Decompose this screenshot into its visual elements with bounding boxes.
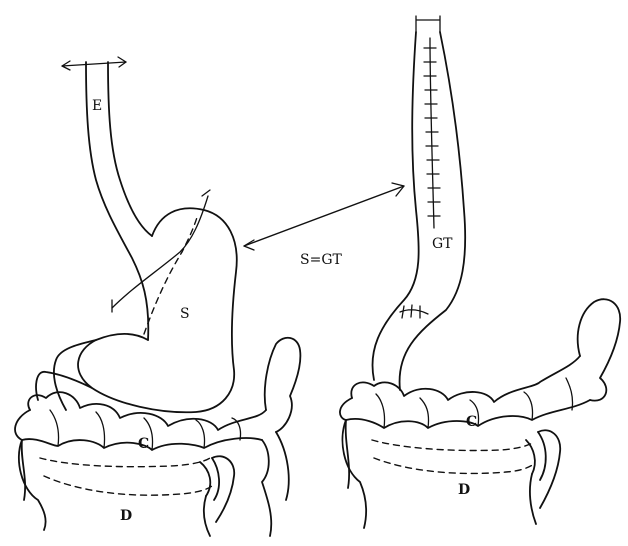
arrow-tail [244,240,254,250]
gastric-tube-staple-line [430,38,434,228]
label-stomach: S [180,306,190,322]
colon-left-upper [28,392,266,430]
arrow-shaft [244,186,404,246]
duodenum-left-dashed-upper [40,458,210,467]
pylorus-outline [36,372,92,400]
anastomosis-mark [400,305,428,318]
colon-left-ascending [15,410,46,530]
duodenum-left-right-loop [204,456,234,536]
left-figure [15,57,300,536]
duodenum-left-dashed-lower [44,476,212,495]
label-gastric-tube: GT [432,236,453,252]
esophagus-right-wall [108,62,152,236]
colon-left-descending-inner [276,432,289,500]
stomach-resection-tick-right [202,190,210,196]
stomach-outline [78,208,237,412]
esophagus-cut-line [62,62,126,66]
label-colon-right: C [466,414,477,430]
gastric-tube-top-cut [416,16,440,32]
label-colon-left: C [138,436,149,452]
colon-right-ascending-inner [346,420,349,488]
gastric-tube-staple-ticks [424,48,440,216]
duodenum-right-dashed-lower [374,458,534,473]
duodenum-right-end [526,432,546,480]
colon-left-splenic-flexure [265,338,301,432]
colon-right-ascending [340,398,366,528]
stomach-resection-line [112,196,208,308]
colon-right-upper [351,356,580,402]
label-equation: S=GT [300,252,343,268]
label-duodenum-left: D [120,508,132,524]
duodenum-right-loop [530,430,560,524]
duodenum-right-dashed-upper [372,440,534,451]
gastric-tube-right-wall [400,32,466,390]
gastric-tube-left-wall [372,32,418,380]
label-duodenum-right: D [458,482,470,498]
colon-right-splenic-flexure [578,299,621,400]
right-figure [340,16,620,528]
transformation-arrow [244,183,404,250]
label-esophagus: E [92,98,102,114]
colon-left-descending [262,440,271,536]
duodenum-left-end [200,458,219,500]
colon-left-ascending-inner [22,440,25,500]
